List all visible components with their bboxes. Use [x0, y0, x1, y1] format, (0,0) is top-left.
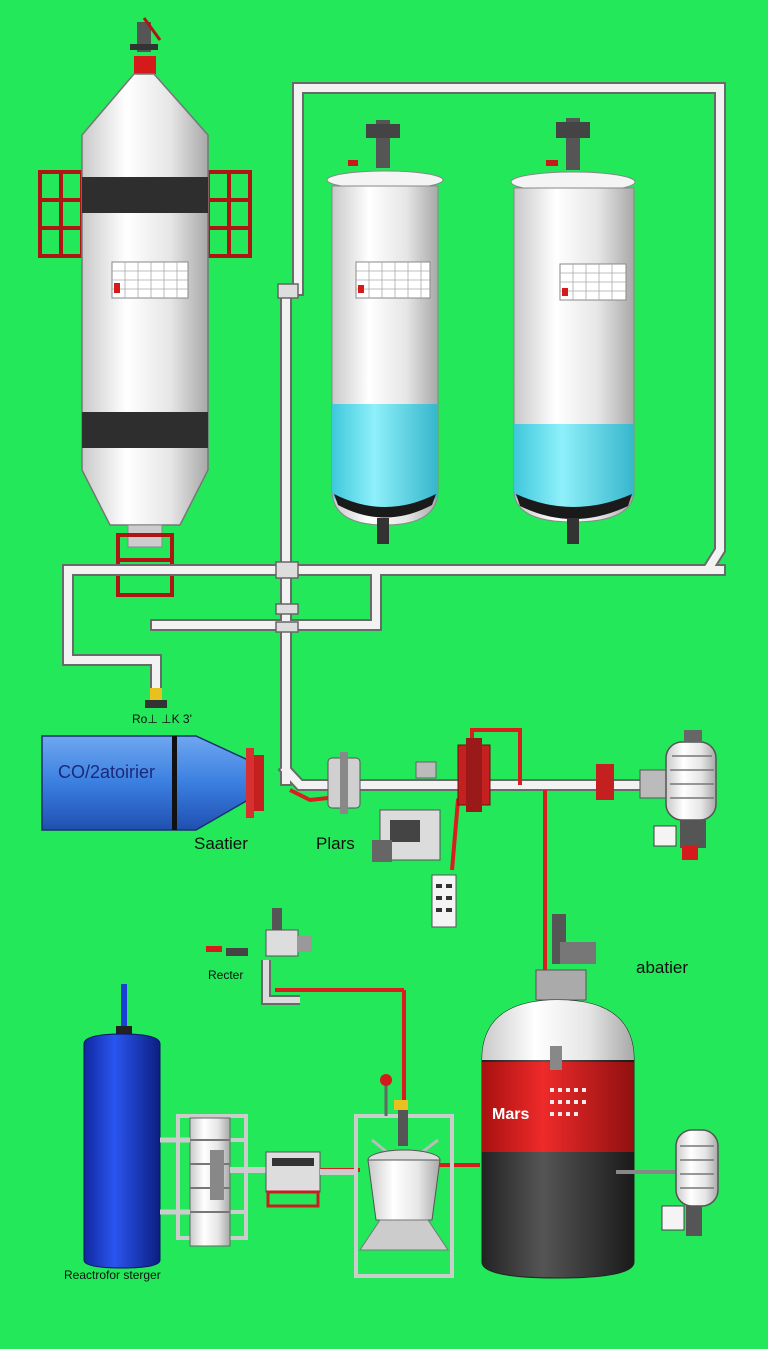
main-line-valves	[327, 738, 614, 928]
reactor-valve	[206, 908, 312, 1005]
co2-tank	[41, 688, 264, 831]
mars-tank	[481, 914, 635, 1279]
reactor-frame	[354, 1074, 454, 1278]
co2-tank-label: CO/2atoirier	[58, 762, 156, 782]
middle-water-vessel	[326, 120, 444, 544]
filter-assembly	[176, 1114, 356, 1247]
mars-tank-label: Mars	[492, 1106, 530, 1123]
pipe-network	[62, 82, 726, 791]
lower-right-pump	[616, 1129, 719, 1236]
sabatier-right-label: abatier	[636, 958, 688, 977]
storage-tank	[83, 984, 190, 1269]
reactor-label: Recter	[208, 968, 244, 982]
right-water-vessel	[510, 118, 636, 544]
upper-right-pump	[639, 730, 717, 860]
small-tank-tag: Ro⊥ ⊥K 3'	[132, 712, 192, 726]
sabatier-left-label: Saatier	[194, 834, 248, 853]
left-column-tank	[38, 17, 252, 597]
plars-label: Plars	[316, 834, 355, 853]
storage-tank-label: Reactrofor sterger	[64, 1268, 161, 1282]
